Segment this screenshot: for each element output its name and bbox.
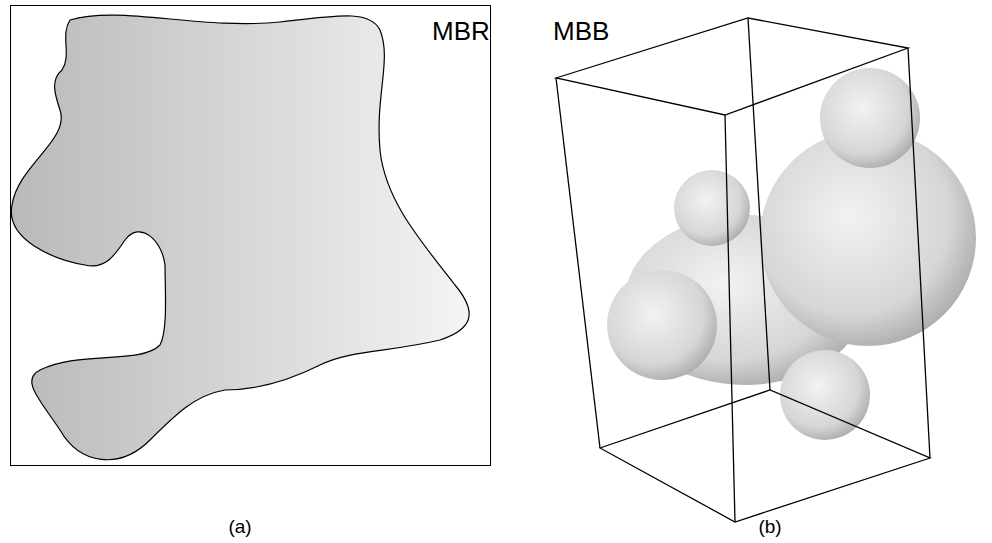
figure-label: MBB xyxy=(553,18,609,44)
blob-shape xyxy=(11,15,469,460)
subfigure-caption: (b) xyxy=(758,517,781,536)
mbb-cube xyxy=(556,18,930,522)
sphere-cluster xyxy=(607,68,976,440)
subfigure-caption: (a) xyxy=(228,517,251,536)
figure-label: MBR xyxy=(432,18,490,44)
mbr-rectangle xyxy=(11,6,491,466)
